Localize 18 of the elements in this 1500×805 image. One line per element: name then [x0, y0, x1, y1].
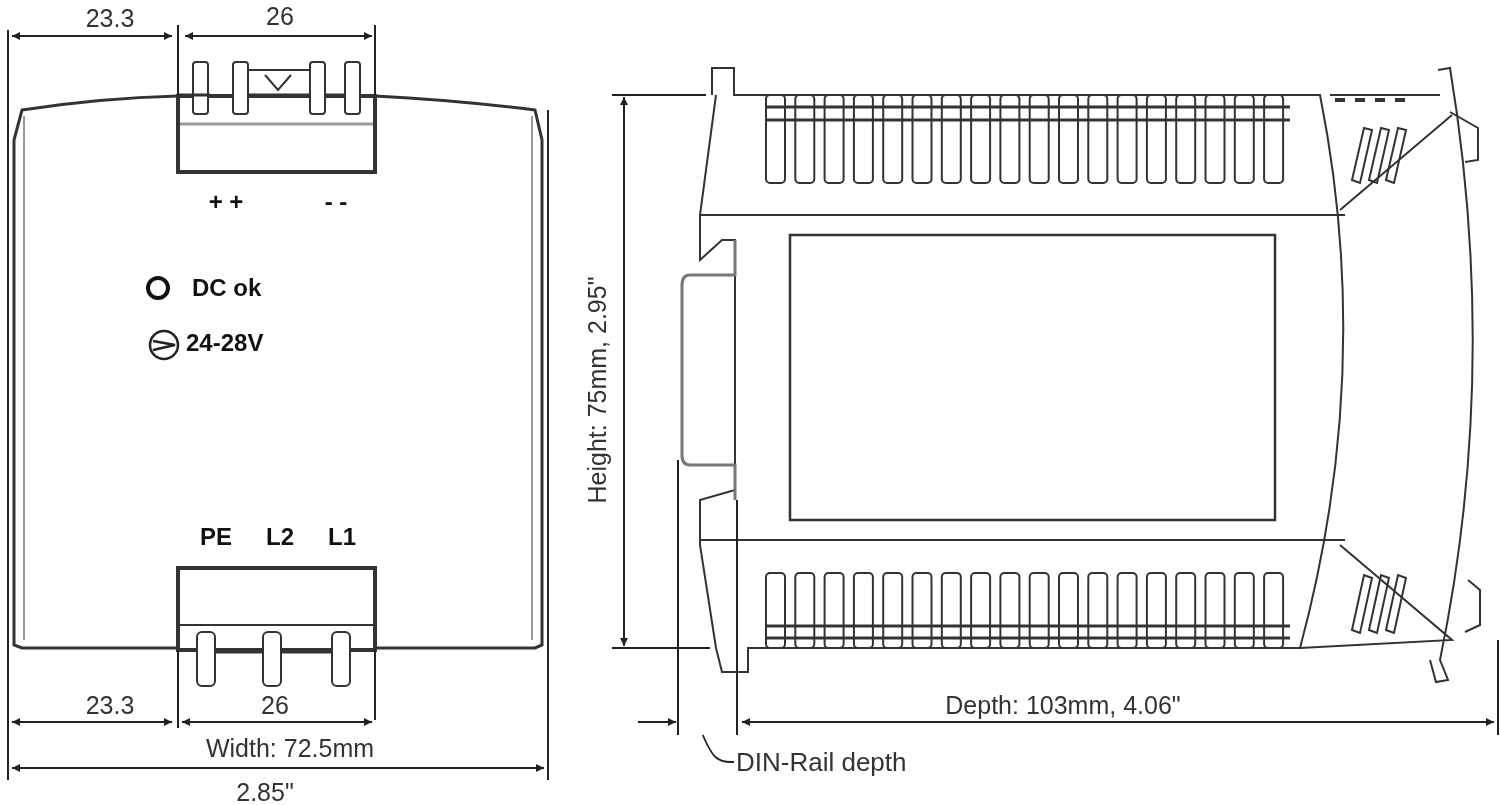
dimension-label: Depth: 103mm, 4.06" [945, 692, 1181, 718]
dimension-label: 26 [261, 692, 289, 718]
dimension-label: Width: 72.5mm [205, 735, 375, 761]
leader-line [701, 734, 735, 763]
callout-label: DIN-Rail depth [736, 749, 907, 775]
dimension-label: 23.3 [85, 5, 135, 31]
terminal-label: + + [208, 190, 244, 214]
dimension-label: 2.85" [236, 779, 294, 805]
dimension-label: 26 [266, 3, 294, 29]
dimension-label: Height: 75mm, 2.95" [584, 276, 610, 504]
terminal-label: L2 [266, 525, 294, 549]
terminal-label: L1 [328, 525, 356, 549]
terminal-label: PE [200, 525, 232, 549]
dimension-label: 23.3 [85, 692, 135, 718]
terminal-label: 24-28V [186, 331, 264, 355]
terminal-label: DC ok [192, 276, 262, 300]
din-rail-drawing [677, 240, 738, 736]
terminal-label: - - [324, 190, 348, 214]
